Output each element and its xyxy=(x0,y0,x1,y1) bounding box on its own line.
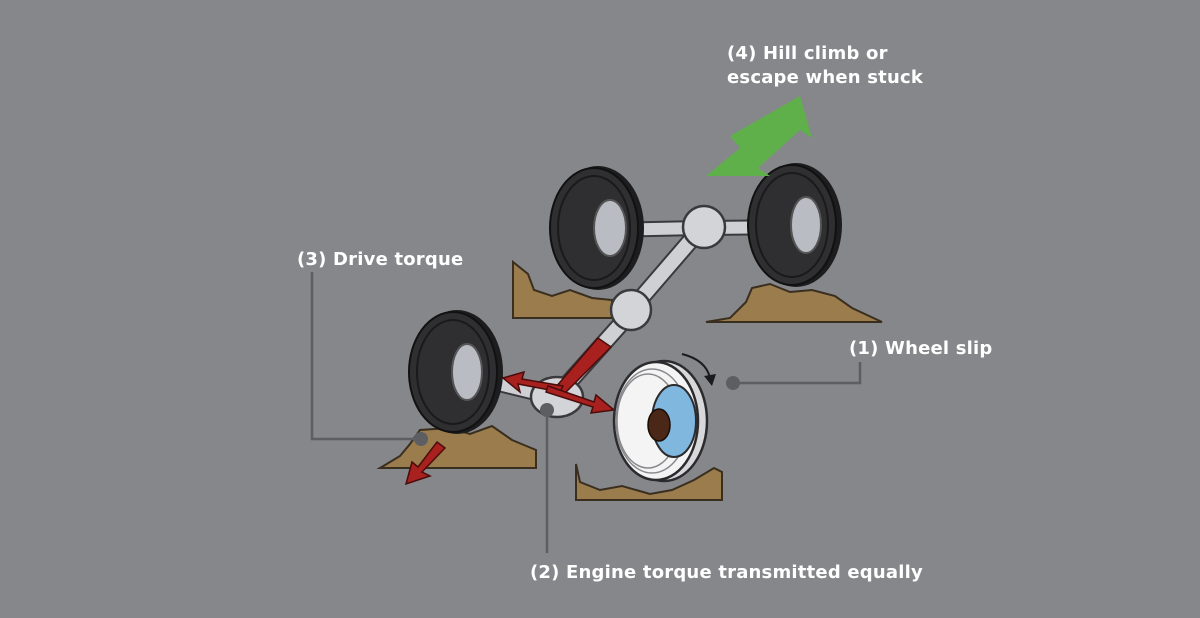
rear-right-wheel xyxy=(747,163,842,287)
rear-differential xyxy=(681,204,727,250)
ground-rear-right xyxy=(705,282,883,323)
dot-engine-torque xyxy=(540,403,554,417)
dot-drive-torque xyxy=(414,432,428,446)
dot-wheel-slip xyxy=(726,376,740,390)
leader-lines xyxy=(310,272,862,553)
front-left-wheel xyxy=(408,310,503,434)
ground-front-right xyxy=(575,463,723,501)
escape-arrow xyxy=(706,96,812,176)
rear-left-wheel xyxy=(549,166,644,290)
label-hill-climb-line1: (4) Hill climb or xyxy=(727,43,888,64)
center-joint xyxy=(609,288,653,332)
label-engine-torque: (2) Engine torque transmitted equally xyxy=(530,562,923,583)
leader-wheel-slip xyxy=(733,362,862,385)
rotation-arrow-icon xyxy=(681,353,716,386)
torque-arrow-right xyxy=(545,385,616,414)
slipping-wheel xyxy=(612,359,709,483)
label-wheel-slip: (1) Wheel slip xyxy=(849,338,993,359)
label-hill-climb: (4) Hill climb or escape when stuck xyxy=(727,42,923,90)
leader-drive-torque xyxy=(310,272,421,441)
leader-dots xyxy=(414,376,740,446)
label-drive-torque: (3) Drive torque xyxy=(297,249,464,270)
torque-arrows xyxy=(404,336,616,486)
drive-torque-arrow xyxy=(404,440,447,486)
label-hill-climb-line2: escape when stuck xyxy=(727,67,924,88)
